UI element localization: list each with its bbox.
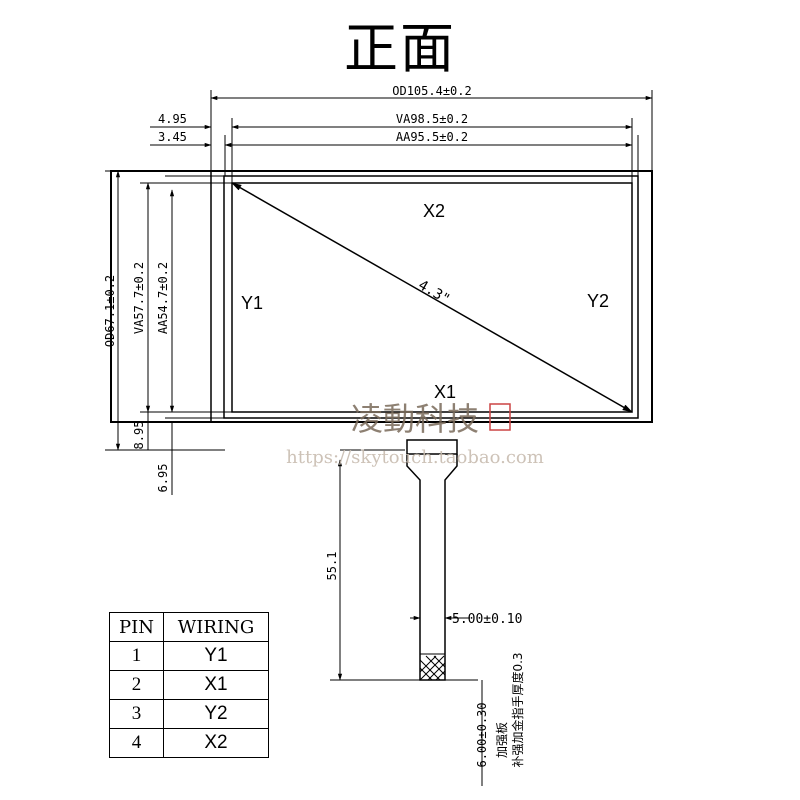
va-height-label: VA57.7±0.2 [132,262,146,334]
label-y1: Y1 [241,293,263,313]
offset-va-label: 4.95 [158,112,187,126]
pin-wiring: Y1 [163,641,269,671]
bottom-va-label: 8.95 [132,421,146,450]
fpc-length-label: 55.1 [325,552,339,581]
watermark-url: https://skytouch.taobao.com [286,447,544,468]
watermark-brand: 凌動科技 [351,400,479,438]
table-row: 3 Y2 [109,699,269,729]
pin-wiring-table: PIN WIRING 1 Y1 2 X1 3 Y2 4 X2 [109,612,269,758]
table-header-row: PIN WIRING [109,612,269,642]
pin-number: 1 [109,641,164,671]
note-stiffener-plate: 加强板 [495,722,509,758]
label-x2: X2 [423,201,445,221]
header-wiring: WIRING [163,612,269,642]
va-width-label: VA98.5±0.2 [396,112,468,126]
aa-height-label: AA54.7±0.2 [156,262,170,334]
diagonal-size-label: 4.3" [415,277,452,308]
fpc-width-label: 5.00±0.10 [452,612,522,627]
fpc-connector-head [406,439,458,455]
pin-wiring: Y2 [163,699,269,729]
od-width-label: OD105.4±0.2 [392,84,471,98]
diagonal-line [231,182,633,413]
table-row: 4 X2 [109,728,269,758]
pin-wiring: X1 [163,670,269,700]
drawing-title: 正面 [344,17,456,80]
od-height-label: OD67.1±0.2 [103,275,117,347]
fpc-tail [406,454,458,681]
stiffener-hatch [419,655,446,681]
watermark-stamp [489,403,511,431]
pin-number: 2 [109,670,164,700]
table-row: 2 X1 [109,670,269,700]
header-pin: PIN [109,612,164,642]
aa-width-label: AA95.5±0.2 [396,130,468,144]
pin-wiring: X2 [163,728,269,758]
offset-aa-label: 3.45 [158,130,187,144]
label-x1: X1 [434,382,456,402]
stiffener-label: 6.00±0.30 [475,702,489,767]
bottom-fpc-label: 6.95 [156,464,170,493]
pin-number: 3 [109,699,164,729]
visible-area-outline [223,175,639,419]
pin-number: 4 [109,728,164,758]
label-y2: Y2 [587,291,609,311]
table-row: 1 Y1 [109,641,269,671]
note-stiffener-thickness: 补强加金指手厚度0.3 [510,652,525,767]
panel-outline-od [110,170,653,423]
